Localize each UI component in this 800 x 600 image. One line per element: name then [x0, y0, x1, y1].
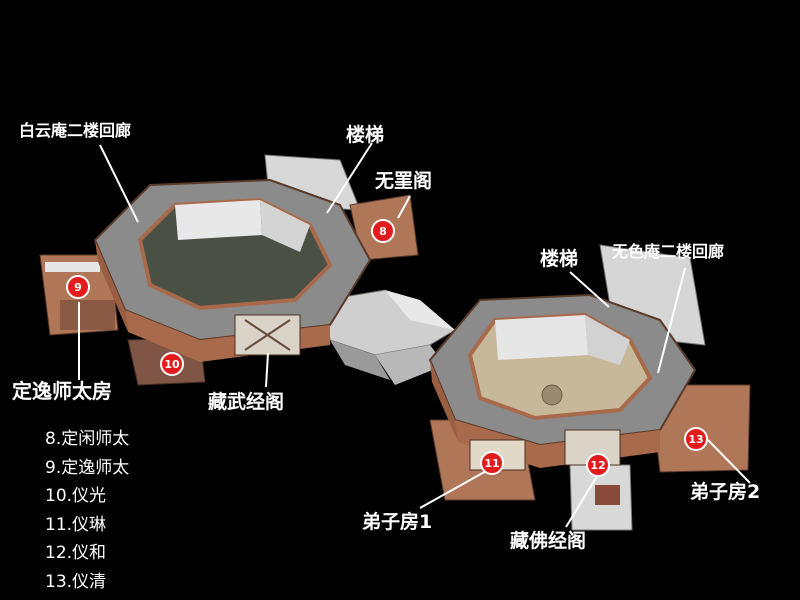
connecting-walkway	[324, 289, 456, 385]
marker-12: 12	[586, 453, 610, 477]
leader-lines	[78, 142, 751, 528]
leader-left-stairs	[326, 142, 373, 214]
label-disciple-room-1: 弟子房1	[362, 511, 433, 533]
label-right-corridor: 无色庵二楼回廊	[612, 242, 725, 261]
leader-left-corridor	[99, 144, 139, 223]
label-wuxing-pavilion: 无罣阁	[375, 170, 433, 192]
legend-item-9: 9.定逸师太	[45, 457, 130, 478]
legend-item-12: 12.仪和	[45, 543, 107, 564]
label-wu-library: 藏武经阁	[208, 391, 285, 413]
leader-right-corridor	[657, 267, 686, 374]
label-dingyi-room: 定逸师太房	[12, 379, 112, 403]
legend-item-11: 11.仪琳	[45, 514, 107, 535]
label-disciple-room-2: 弟子房2	[690, 481, 761, 503]
marker-10: 10	[160, 352, 184, 376]
label-left-corridor: 白云庵二楼回廊	[19, 121, 132, 140]
label-left-stairs: 楼梯	[346, 124, 385, 146]
leader-right-stairs	[569, 271, 610, 308]
marker-9: 9	[66, 275, 90, 299]
legend-item-10: 10.仪光	[45, 486, 107, 507]
leader-disciple-room-1	[419, 469, 489, 509]
label-right-stairs: 楼梯	[540, 248, 579, 270]
legend-item-8: 8.定闲师太	[45, 429, 130, 449]
legend-item-13: 13.仪清	[45, 571, 107, 592]
legend: 8.定闲师太 9.定逸师太 10.仪光 11.仪琳 12.仪和 13.仪清	[45, 425, 129, 597]
leader-wuxing-pavilion	[397, 195, 411, 219]
marker-11: 11	[480, 451, 504, 475]
label-buddha-library: 藏佛经阁	[510, 530, 587, 552]
leader-buddha-library	[565, 472, 600, 528]
leader-wu-library	[265, 352, 269, 388]
marker-8: 8	[371, 219, 395, 243]
left-building	[39, 154, 419, 386]
leader-disciple-room-2	[707, 439, 751, 484]
marker-13: 13	[684, 427, 708, 451]
